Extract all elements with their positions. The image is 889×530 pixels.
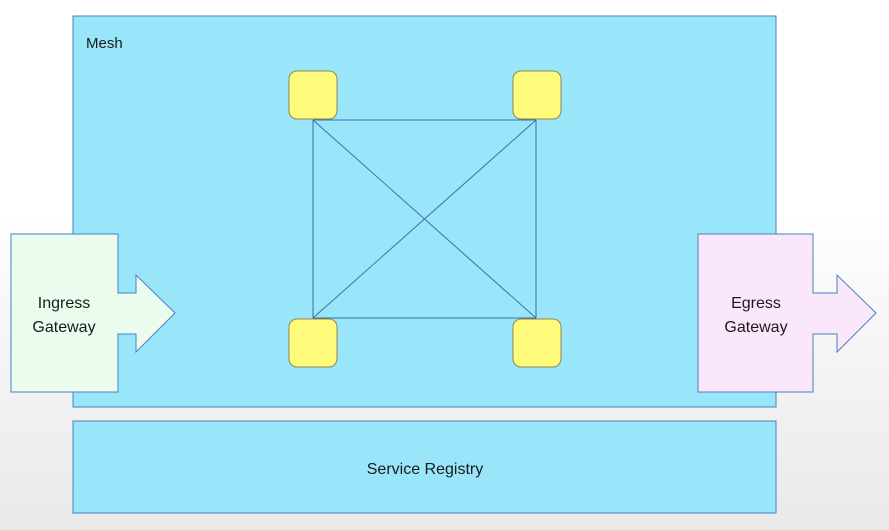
service-node-top-left	[288, 70, 338, 120]
service-registry-rect	[72, 420, 777, 514]
ingress-gateway-label-line1: Ingress	[38, 295, 90, 312]
ingress-gateway-shape	[10, 233, 176, 393]
egress-gateway-label-line2: Gateway	[724, 319, 787, 336]
service-connections	[312, 119, 537, 319]
connection-diagonal-2	[312, 119, 537, 319]
mesh-rect	[72, 15, 777, 408]
service-nodes	[288, 70, 562, 368]
mesh-box: Mesh	[72, 15, 777, 408]
service-registry: Service Registry	[72, 420, 777, 514]
egress-gateway: Egress Gateway	[697, 233, 877, 393]
service-node-bottom-right	[512, 318, 562, 368]
egress-gateway-label-line1: Egress	[731, 295, 781, 312]
ingress-gateway: Ingress Gateway	[10, 233, 176, 393]
service-registry-label: Service Registry	[367, 461, 483, 478]
service-node-bottom-left	[288, 318, 338, 368]
mesh-label: Mesh	[86, 35, 123, 52]
ingress-gateway-label-line2: Gateway	[32, 319, 95, 336]
service-node-top-right	[512, 70, 562, 120]
egress-gateway-shape	[697, 233, 877, 393]
